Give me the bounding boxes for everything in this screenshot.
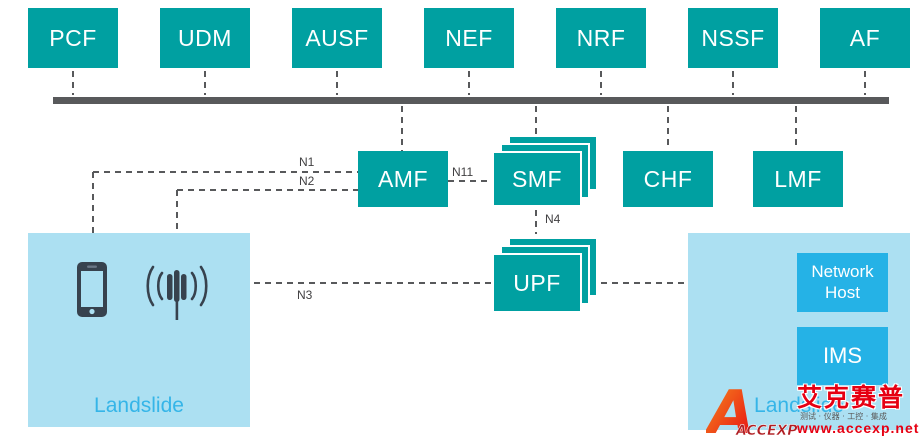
nf-box-smf: SMF [492,151,582,207]
watermark-url: www.accexp.net [797,420,920,436]
interface-label-n4: N4 [545,212,561,226]
accexp-logo-text: ACCEXP [735,423,798,437]
connector-udm-bus [204,71,206,95]
network-host-box: Network Host [797,253,888,312]
connector-n3 [210,282,492,284]
service-bus-bar [53,97,889,104]
right-zone-label: Landslide [754,394,844,417]
nf-box-udm: UDM [160,8,250,68]
nf-box-amf: AMF [358,151,448,207]
connector-pcf-bus [72,71,74,95]
nf-box-nssf: NSSF [688,8,778,68]
connector-bus-smf [535,106,537,134]
nf-box-nrf: NRF [556,8,646,68]
watermark-tagline: 测试 · 仪器 · 工控 · 集成 [800,412,887,421]
nf-box-nef: NEF [424,8,514,68]
connector-bus-chf [667,106,669,150]
interface-label-n1: N1 [299,155,315,169]
left-zone-label: Landslide [94,394,184,417]
nf-box-ausf: AUSF [292,8,382,68]
ue-phone-icon [77,262,107,317]
connector-n2-vertical [176,190,178,252]
interface-label-n11: N11 [452,165,474,179]
connector-n1-vertical [92,172,94,256]
nf-box-upf: UPF [492,253,582,313]
nf-box-af: AF [820,8,910,68]
connector-nef-bus [468,71,470,95]
connector-af-bus [864,71,866,95]
connector-bus-amf [401,106,403,151]
gnb-antenna-icon [146,265,208,320]
connector-n1-horizontal [93,171,358,173]
nf-box-pcf: PCF [28,8,118,68]
left-landslide-zone: Landslide [28,233,250,427]
interface-label-n3: N3 [297,288,313,302]
connector-n4 [535,210,537,234]
accexp-logo-letter: A [706,383,754,437]
accexp-logo-icon: A ACCEXP [706,383,799,437]
connector-nrf-bus [600,71,602,95]
watermark-brand-cn: 艾克赛普 [797,383,906,412]
ims-box: IMS [797,327,888,385]
nf-box-chf: CHF [623,151,713,207]
connector-ausf-bus [336,71,338,95]
connector-bus-lmf [795,106,797,150]
connector-nssf-bus [732,71,734,95]
connector-n11 [448,180,492,182]
connector-n2-horizontal [177,189,358,191]
watermark: A ACCEXP 艾克赛普 测试 · 仪器 · 工控 · 集成 www.acce… [698,383,923,437]
right-landslide-zone: Network Host IMS Landslide [688,233,910,430]
nf-box-lmf: LMF [753,151,843,207]
interface-label-n2: N2 [299,174,315,188]
